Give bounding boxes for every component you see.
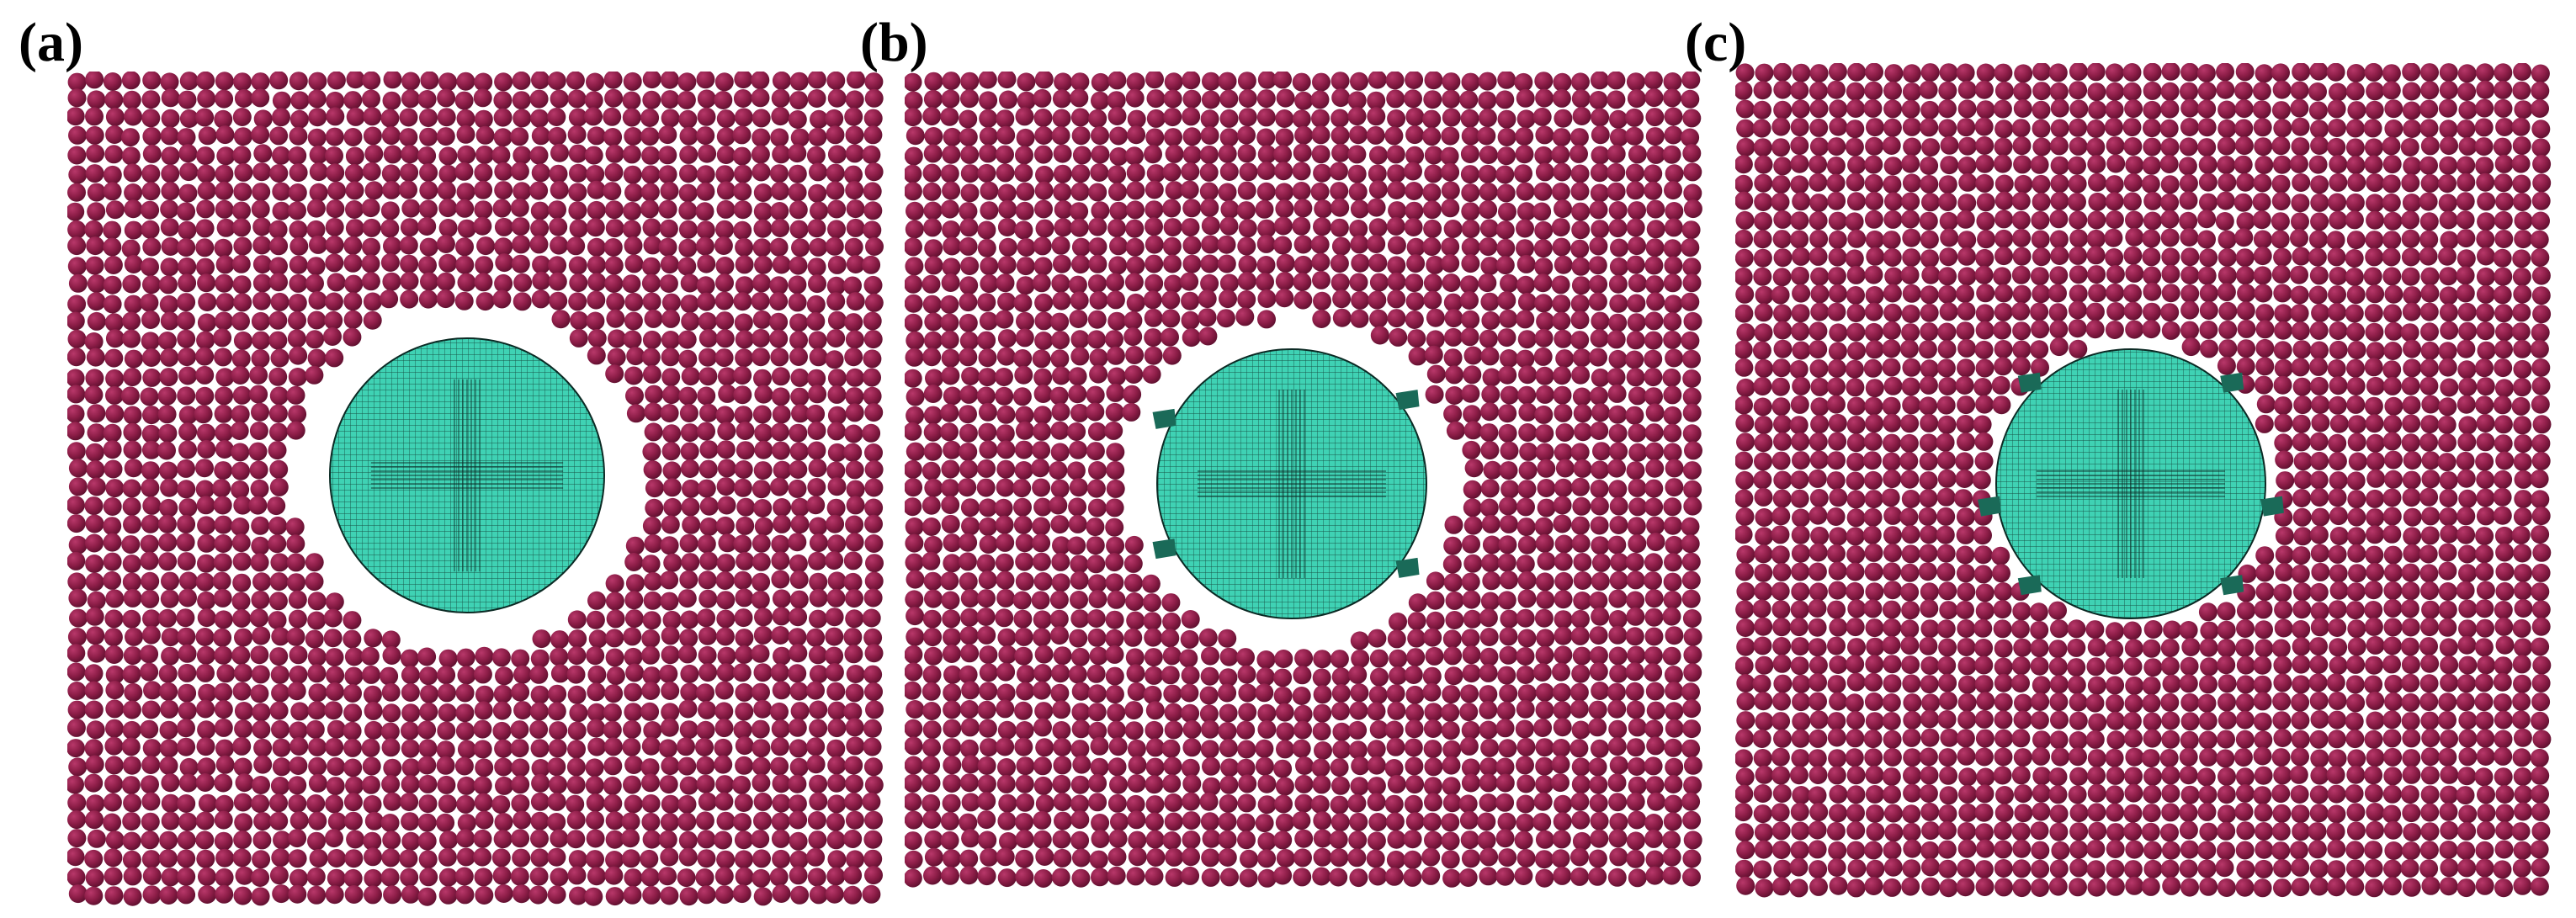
panel-label-b: (b) [860,12,928,73]
defect-clusters [1152,390,1420,578]
defect-clusters [1978,372,2284,596]
panel-label-a: (a) [19,12,83,73]
matrix-atoms [1735,63,2552,898]
panel-a-atomic-simulation-image [67,72,884,906]
panel-b-atomic-simulation-image [905,72,1702,888]
panel-c-atomic-simulation-image [1735,63,2552,898]
panel-label-c: (c) [1685,12,1747,73]
matrix-atoms [67,72,884,906]
matrix-atoms [905,72,1702,888]
